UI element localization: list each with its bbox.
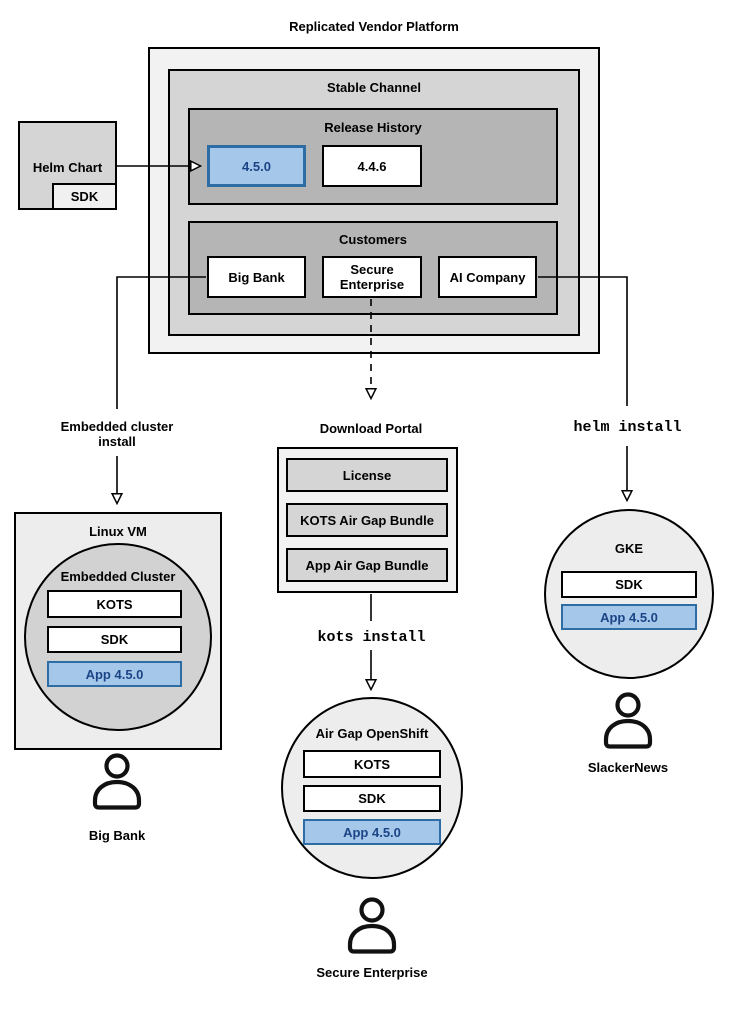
stable-channel-title: Stable Channel xyxy=(327,80,421,95)
release-history-title: Release History xyxy=(324,120,422,135)
download-portal-label: Download Portal xyxy=(319,421,423,436)
portal-item-app-bundle: App Air Gap Bundle xyxy=(286,548,448,582)
release-box-previous: 4.4.6 xyxy=(322,145,422,187)
gke-title: GKE xyxy=(614,541,644,556)
helm-install-label: helm install xyxy=(573,419,682,436)
slackernews-user-label: SlackerNews xyxy=(587,760,669,775)
big-bank-user-icon xyxy=(89,752,145,815)
secure-enterprise-user-label: Secure Enterprise xyxy=(316,965,428,980)
openshift-sdk-box: SDK xyxy=(303,785,441,812)
helm-chart-label: Helm Chart xyxy=(32,160,103,175)
secure-enterprise-user-icon xyxy=(344,896,400,959)
embedded-cluster-title: Embedded Cluster xyxy=(60,569,176,584)
customers-title: Customers xyxy=(339,232,407,247)
big-bank-user-label: Big Bank xyxy=(88,828,146,843)
linux-vm-kots-box: KOTS xyxy=(47,590,182,618)
release-box-current: 4.5.0 xyxy=(207,145,306,187)
slackernews-user-icon xyxy=(600,691,656,754)
kots-install-label: kots install xyxy=(317,629,426,646)
gke-app-box: App 4.5.0 xyxy=(561,604,697,630)
openshift-app-box: App 4.5.0 xyxy=(303,819,441,845)
air-gap-openshift-title: Air Gap OpenShift xyxy=(315,726,429,741)
customer-box-big-bank: Big Bank xyxy=(207,256,306,298)
portal-item-kots-bundle: KOTS Air Gap Bundle xyxy=(286,503,448,537)
embedded-cluster-install-label: Embedded cluster install xyxy=(60,419,174,449)
linux-vm-sdk-box: SDK xyxy=(47,626,182,653)
linux-vm-title: Linux VM xyxy=(89,524,147,539)
helm-chart-sdk-box: SDK xyxy=(52,183,117,210)
linux-vm-app-box: App 4.5.0 xyxy=(47,661,182,687)
gke-sdk-box: SDK xyxy=(561,571,697,598)
portal-item-license: License xyxy=(286,458,448,492)
customer-box-secure-enterprise: Secure Enterprise xyxy=(322,256,422,298)
customer-box-ai-company: AI Company xyxy=(438,256,537,298)
diagram-title: Replicated Vendor Platform xyxy=(289,19,459,34)
openshift-kots-box: KOTS xyxy=(303,750,441,778)
